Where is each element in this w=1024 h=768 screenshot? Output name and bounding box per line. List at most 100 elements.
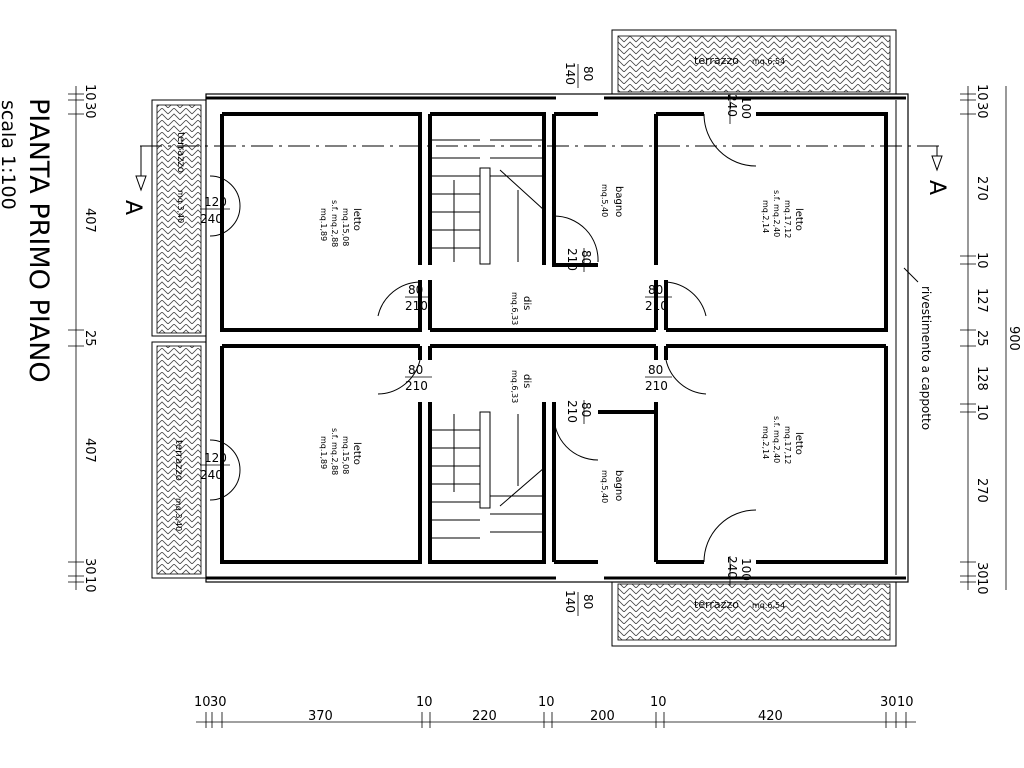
svg-text:80: 80 bbox=[581, 594, 595, 609]
section-line-a: A A bbox=[120, 145, 949, 215]
svg-text:10: 10 bbox=[650, 695, 667, 710]
svg-text:letto: letto bbox=[793, 208, 804, 231]
section-label-right: A bbox=[924, 180, 949, 195]
svg-text:240: 240 bbox=[200, 468, 223, 482]
svg-text:120: 120 bbox=[204, 195, 227, 209]
svg-text:80: 80 bbox=[581, 66, 595, 81]
svg-text:30: 30 bbox=[82, 558, 97, 575]
svg-text:80: 80 bbox=[408, 363, 423, 377]
terrace-small-top: terrazzo mq.3,40 bbox=[151, 99, 207, 337]
svg-text:10: 10 bbox=[82, 84, 97, 101]
svg-text:120: 120 bbox=[204, 451, 227, 465]
svg-text:mq.5,40: mq.5,40 bbox=[600, 184, 609, 217]
svg-text:mq.3,40: mq.3,40 bbox=[174, 498, 183, 531]
svg-text:letto: letto bbox=[793, 432, 804, 455]
svg-text:30: 30 bbox=[82, 102, 97, 119]
french-door-label-bottom: 100 240 bbox=[725, 556, 753, 586]
terrace-small-bottom: terrazzo mq.3,40 bbox=[151, 341, 207, 579]
svg-text:210: 210 bbox=[565, 248, 579, 271]
svg-text:rivestimento a cappotto: rivestimento a cappotto bbox=[919, 286, 933, 430]
svg-text:100: 100 bbox=[739, 558, 753, 581]
door-label-dis-right-top: 80 210 bbox=[645, 283, 672, 313]
window-label-left-top: 120 240 bbox=[200, 195, 230, 226]
svg-text:100: 100 bbox=[739, 96, 753, 119]
svg-text:terrazzo: terrazzo bbox=[694, 598, 739, 611]
svg-text:letto: letto bbox=[351, 442, 362, 465]
svg-text:210: 210 bbox=[645, 379, 668, 393]
svg-text:210: 210 bbox=[405, 299, 428, 313]
svg-text:270: 270 bbox=[974, 478, 989, 503]
svg-text:letto: letto bbox=[351, 208, 362, 231]
door-swings bbox=[209, 113, 757, 563]
svg-text:30: 30 bbox=[880, 695, 897, 710]
svg-text:10: 10 bbox=[974, 404, 989, 421]
building-walls bbox=[205, 93, 909, 583]
svg-text:30: 30 bbox=[974, 562, 989, 579]
svg-text:mq.15,08: mq.15,08 bbox=[341, 436, 350, 474]
svg-text:mq.17,12: mq.17,12 bbox=[783, 426, 792, 464]
bath-window-label-top: 80 140 bbox=[563, 62, 595, 88]
svg-text:10: 10 bbox=[194, 695, 211, 710]
svg-text:s.f. mq.2,88: s.f. mq.2,88 bbox=[330, 200, 339, 247]
svg-text:mq.17,12: mq.17,12 bbox=[783, 200, 792, 238]
svg-text:420: 420 bbox=[758, 709, 783, 724]
svg-text:10: 10 bbox=[974, 84, 989, 101]
door-label-dis-right-bottom: 80 210 bbox=[645, 363, 672, 393]
room-bagno-top: bagno mq.5,40 bbox=[600, 184, 624, 217]
svg-text:10: 10 bbox=[897, 695, 914, 710]
svg-text:mq.6,33: mq.6,33 bbox=[510, 370, 519, 403]
room-letto-left-top: letto mq.15,08 s.f. mq.2,88 mq.1,89 bbox=[319, 200, 362, 247]
svg-text:mq.6,54: mq.6,54 bbox=[752, 57, 785, 66]
svg-text:200: 200 bbox=[590, 709, 615, 724]
dimension-chain-right: 10 30 270 10 127 25 128 10 270 30 10 900 bbox=[960, 84, 1021, 595]
svg-text:240: 240 bbox=[725, 94, 739, 117]
svg-text:220: 220 bbox=[472, 709, 497, 724]
room-letto-right-bottom: letto mq.17,12 s.f. mq.2,40 mq.2,14 bbox=[761, 416, 804, 464]
svg-text:dis: dis bbox=[521, 374, 532, 388]
svg-text:mq.6,33: mq.6,33 bbox=[510, 292, 519, 325]
svg-text:128: 128 bbox=[974, 366, 989, 391]
svg-text:mq.6,54: mq.6,54 bbox=[752, 601, 785, 610]
door-label-dis-left-bottom: 80 210 bbox=[405, 363, 432, 393]
svg-text:270: 270 bbox=[974, 176, 989, 201]
svg-text:mq.2,14: mq.2,14 bbox=[761, 200, 770, 233]
svg-text:80: 80 bbox=[648, 283, 663, 297]
svg-text:terrazzo: terrazzo bbox=[175, 132, 186, 173]
insulation-note: rivestimento a cappotto bbox=[903, 267, 933, 430]
svg-text:127: 127 bbox=[974, 288, 989, 313]
svg-text:mq.15,08: mq.15,08 bbox=[341, 208, 350, 246]
svg-text:80: 80 bbox=[648, 363, 663, 377]
room-bagno-bottom: bagno mq.5,40 bbox=[600, 470, 624, 503]
svg-text:mq.1,89: mq.1,89 bbox=[319, 208, 328, 241]
svg-text:s.f. mq.2,40: s.f. mq.2,40 bbox=[772, 416, 781, 463]
room-dis-bottom: dis mq.6,33 bbox=[510, 370, 532, 403]
svg-text:dis: dis bbox=[521, 296, 532, 310]
french-door-label-top: 100 240 bbox=[725, 94, 753, 124]
svg-text:370: 370 bbox=[308, 709, 333, 724]
svg-text:10: 10 bbox=[416, 695, 433, 710]
svg-text:s.f. mq.2,88: s.f. mq.2,88 bbox=[330, 428, 339, 475]
section-label-left: A bbox=[120, 200, 145, 215]
svg-text:210: 210 bbox=[645, 299, 668, 313]
svg-text:s.f. mq.2,40: s.f. mq.2,40 bbox=[772, 190, 781, 237]
room-letto-left-bottom: letto mq.15,08 s.f. mq.2,88 mq.1,89 bbox=[319, 428, 362, 475]
svg-text:240: 240 bbox=[725, 556, 739, 579]
svg-text:80: 80 bbox=[579, 402, 593, 417]
room-letto-right-top: letto mq.17,12 s.f. mq.2,40 mq.2,14 bbox=[761, 190, 804, 238]
svg-text:bagno: bagno bbox=[613, 470, 624, 501]
svg-text:mq.5,40: mq.5,40 bbox=[600, 470, 609, 503]
svg-text:terrazzo: terrazzo bbox=[694, 54, 739, 67]
svg-text:25: 25 bbox=[974, 330, 989, 347]
svg-text:25: 25 bbox=[82, 330, 97, 347]
svg-text:210: 210 bbox=[565, 400, 579, 423]
door-label-bagno-top: 80 210 bbox=[565, 248, 593, 272]
svg-text:mq.1,89: mq.1,89 bbox=[319, 436, 328, 469]
svg-text:210: 210 bbox=[405, 379, 428, 393]
terrace-large-top: terrazzo mq.6,54 bbox=[611, 29, 897, 95]
total-dimension: 900 bbox=[1006, 326, 1021, 351]
svg-text:10: 10 bbox=[82, 576, 97, 593]
plan-title: PIANTA PRIMO PIANO bbox=[23, 98, 54, 383]
staircase-top bbox=[430, 139, 545, 265]
svg-text:407: 407 bbox=[82, 438, 97, 463]
